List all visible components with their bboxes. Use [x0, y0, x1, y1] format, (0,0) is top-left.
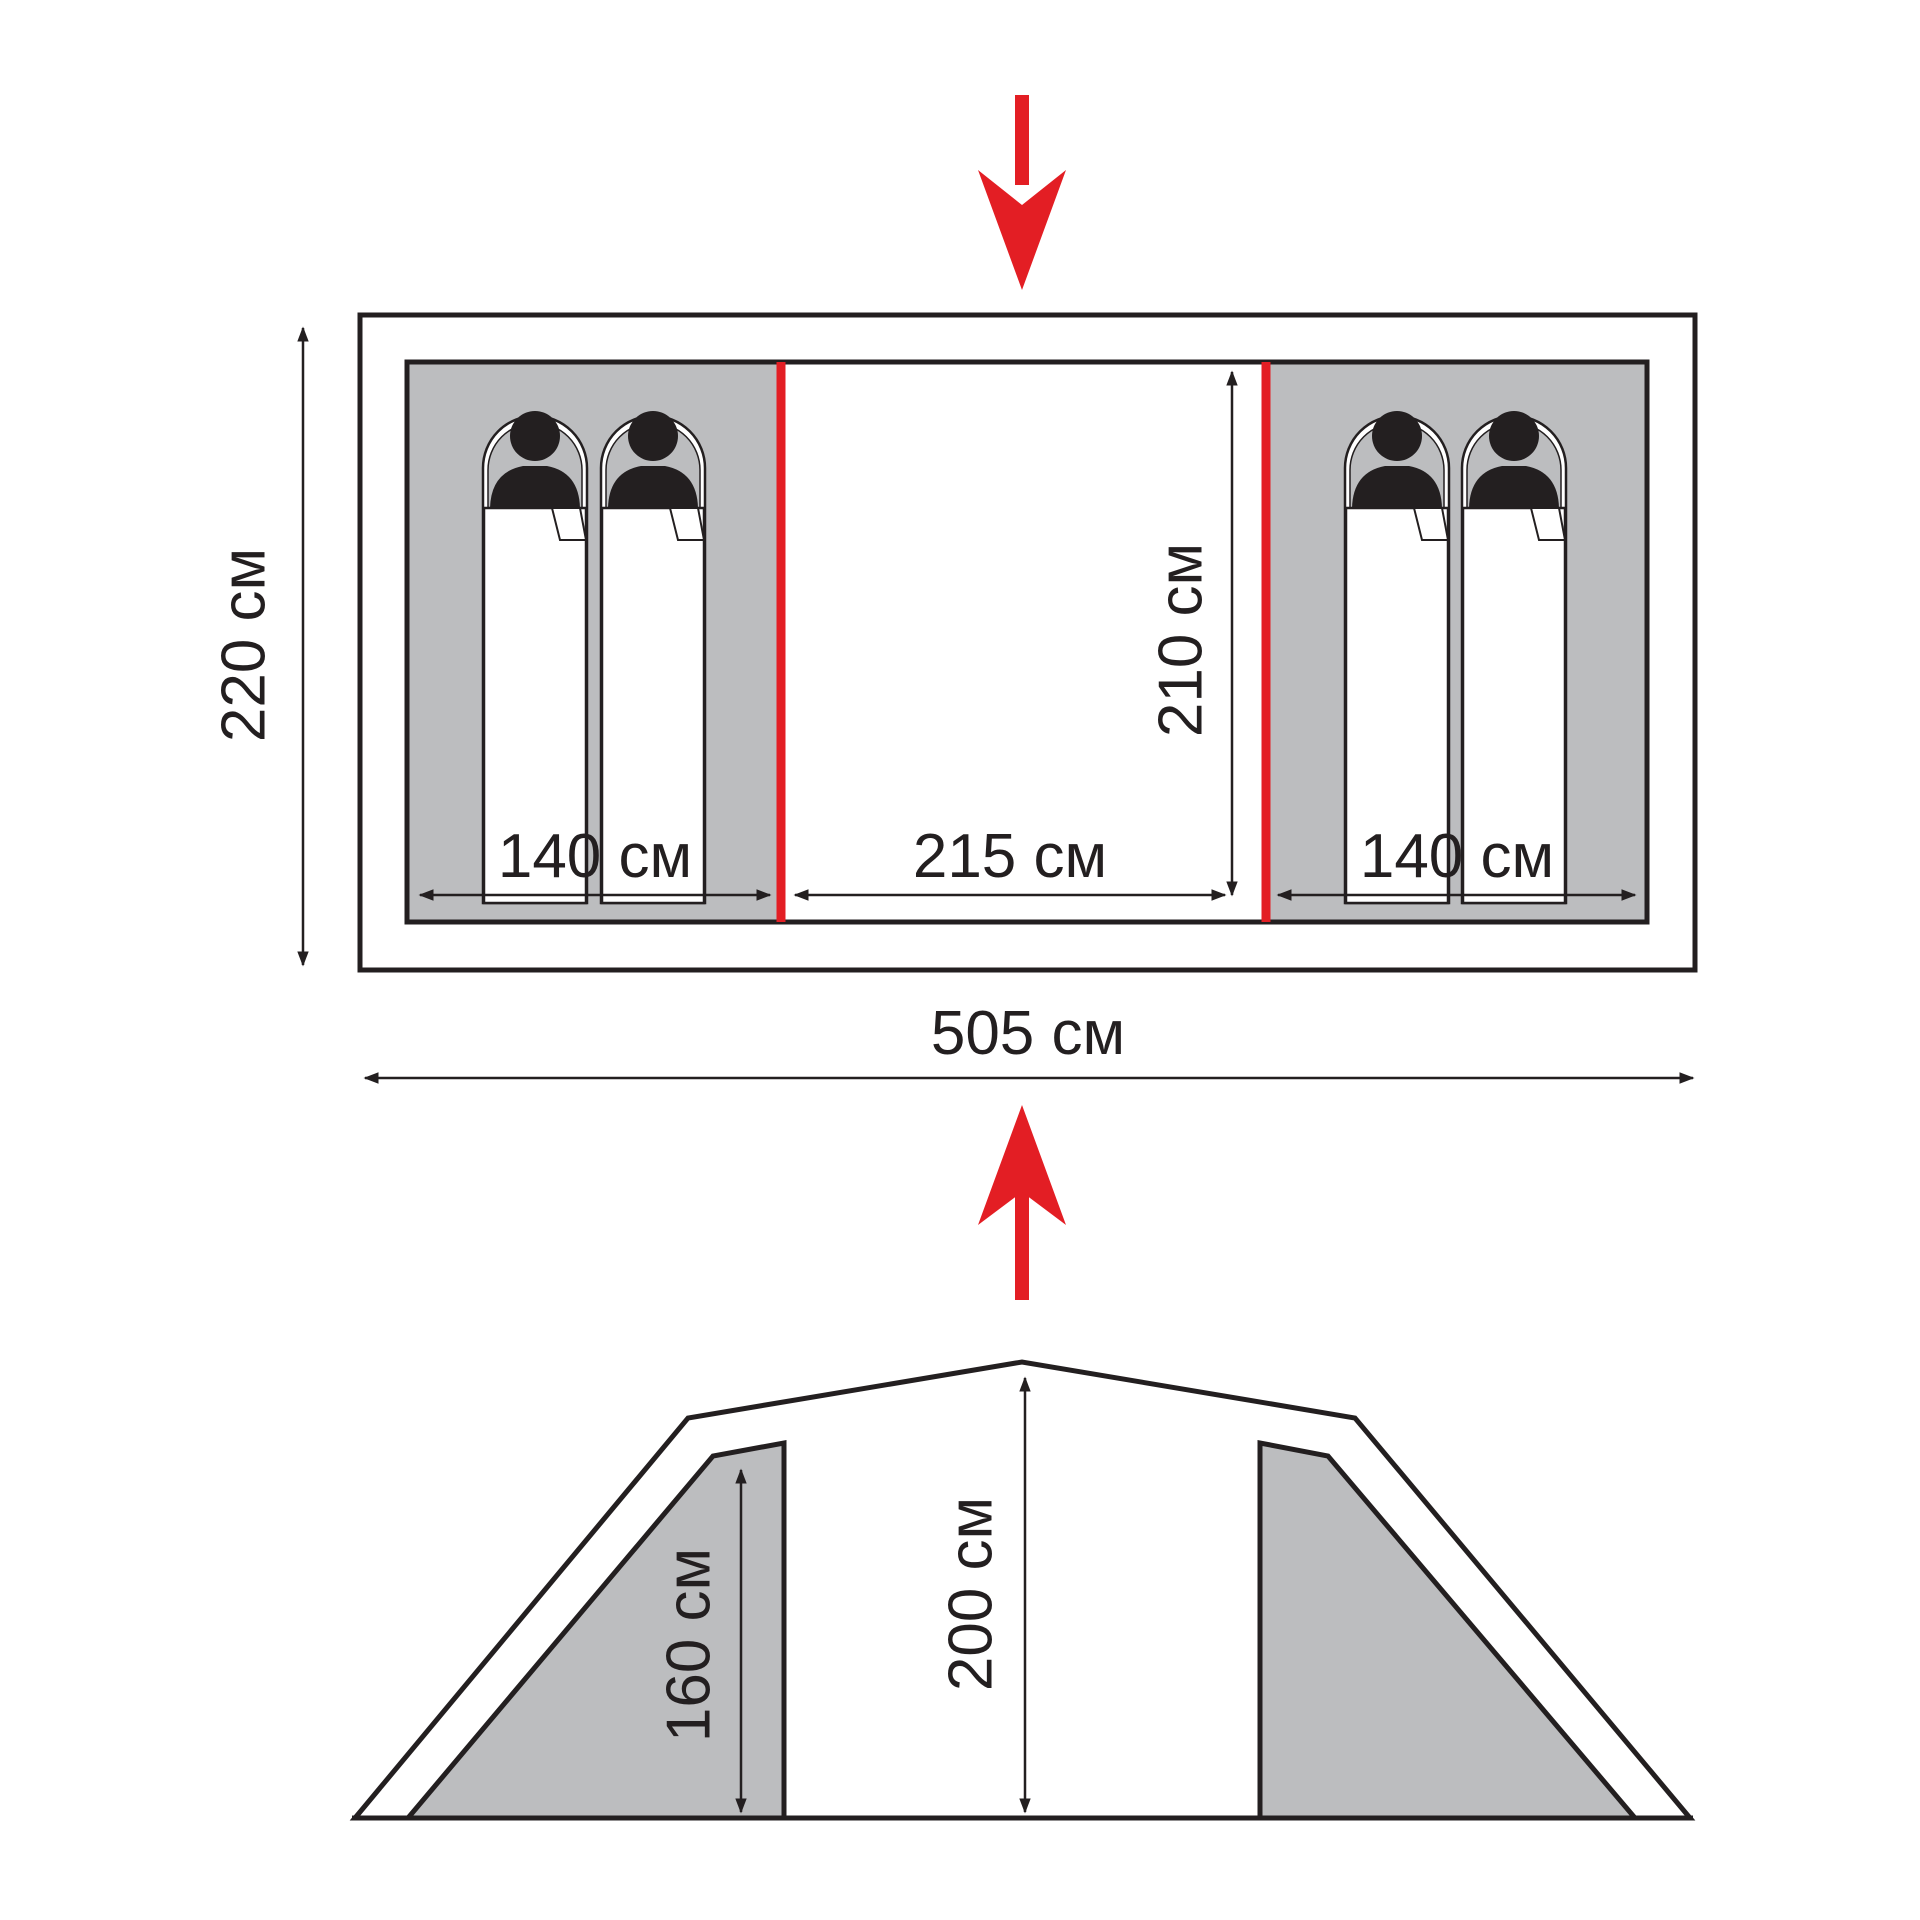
center-height-label: 200 см [936, 1497, 1005, 1691]
entrance-arrow-bottom [978, 1105, 1066, 1300]
entrance-arrow-top [978, 95, 1066, 290]
middle-depth-label: 210 см [1146, 543, 1215, 737]
right-bedroom-length-label: 140 см [1360, 822, 1554, 891]
right-bedroom-section [1257, 1439, 1641, 1821]
bedroom-height-label: 160 см [654, 1548, 723, 1742]
total-length-label: 505 см [931, 999, 1125, 1068]
vestibule-area [777, 359, 1270, 925]
left-bedroom-section [402, 1440, 787, 1821]
left-bedroom-length-label: 140 см [498, 822, 692, 891]
left-bedroom [404, 359, 783, 925]
right-bedroom [1264, 359, 1650, 925]
total-width-label: 220 см [209, 548, 278, 742]
middle-length-label: 215 см [913, 822, 1107, 891]
